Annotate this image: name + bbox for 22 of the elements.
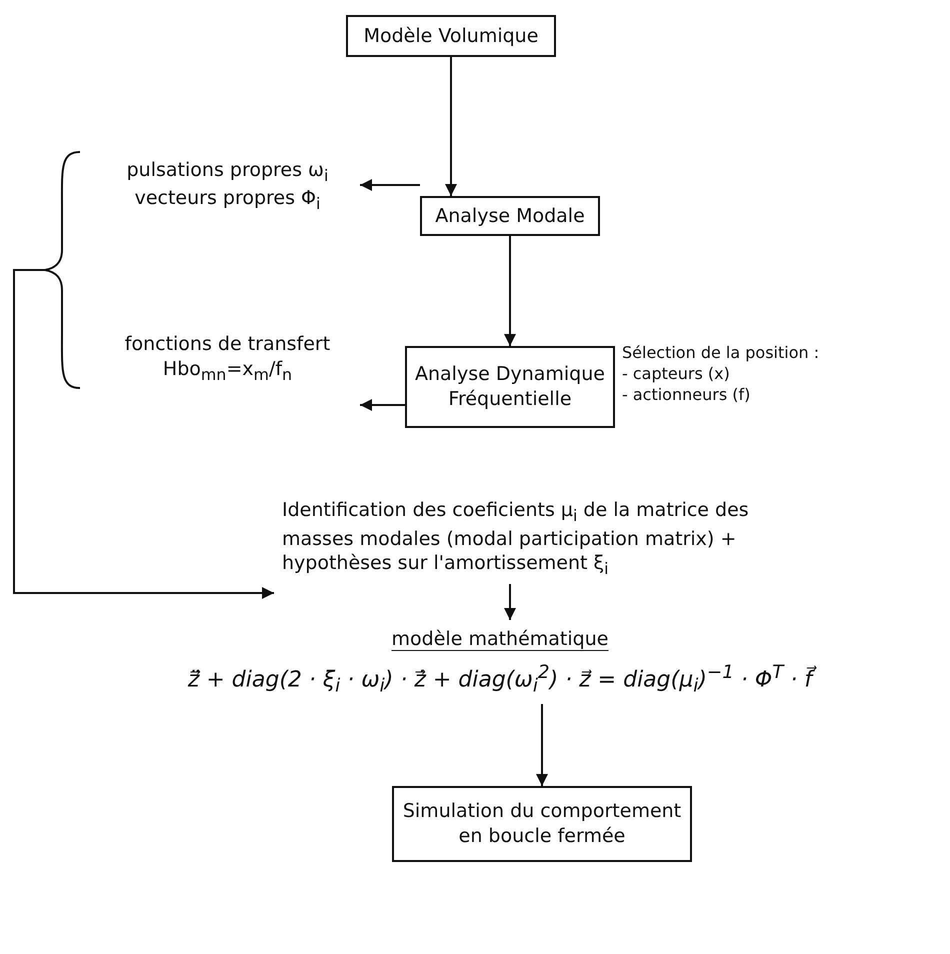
note-text: Identification des coeficients µ$_{i}$ de la matrice des masses modales (modal participation matrix) + hypothèses sur l'amortissement ξ$_{i}$ [282, 498, 750, 580]
heading: modèle mathématique [392, 627, 608, 652]
box-label: Analyse Modale [435, 204, 585, 228]
box-label: Analyse Dynamique Fréquentielle [414, 362, 606, 412]
arrow [445, 57, 457, 196]
arrow [360, 399, 405, 411]
arrow [536, 704, 548, 786]
side-note: Sélection de la position : [622, 343, 820, 364]
note-text: pulsations propres ω$_{i}$ vecteurs propres Φ$_{i}$ [126, 158, 330, 214]
box-label: Modèle Volumique [364, 24, 538, 48]
arrow [13, 269, 274, 599]
note-text: fonctions de transfert Hbo$_{mn}$=x$_{m}$/f$_{n}$ [124, 332, 332, 386]
process-box [346, 15, 556, 57]
arrow [504, 584, 516, 620]
process-box [420, 196, 600, 236]
arrow [360, 179, 420, 191]
side-note: - capteurs (x) [622, 364, 731, 385]
arrow [504, 236, 516, 346]
box-label: Simulation du comportement en boucle fermée [402, 799, 682, 849]
process-box [392, 786, 692, 862]
side-note: - actionneurs (f) [622, 384, 752, 406]
process-box [405, 346, 615, 428]
